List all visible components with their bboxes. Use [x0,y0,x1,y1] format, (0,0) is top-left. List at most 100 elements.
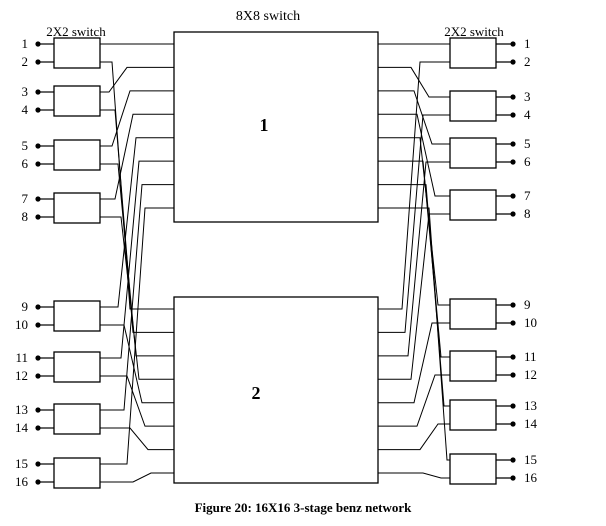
left-port-dot [35,373,41,379]
left-port-label: 1 [22,36,29,51]
right-wire-to-block2 [378,213,450,380]
switch2-left-4 [53,192,101,224]
left-port-label: 15 [15,456,28,471]
right-port-label: 8 [524,206,531,221]
right-port-dot [510,354,516,360]
left-port-label: 10 [15,317,28,332]
right-port-label: 16 [524,470,538,485]
left-port-label: 3 [22,84,29,99]
left-port-dot [35,355,41,361]
left-wire-to-block1 [100,137,174,308]
switch2-right-4 [449,189,497,221]
left-port-dot [35,196,41,202]
right-wire-to-block2 [378,322,450,404]
right-wire-to-block2 [378,374,450,427]
left-wire-to-block1 [100,160,174,359]
right-port-label: 4 [524,107,531,122]
right-port-dot [510,403,516,409]
right-port-dot [510,112,516,118]
switch2-left-7 [53,403,101,435]
left-wire-to-block2 [100,375,174,427]
left-port-label: 16 [15,474,29,489]
right-port-dot [510,41,516,47]
right-port-dot [510,457,516,463]
switch2-right-3 [449,137,497,169]
left-wire-to-block1 [100,113,174,200]
figure-caption: Figure 20: 16X16 3-stage benz network [195,500,413,515]
left-wire-to-block2 [100,472,174,483]
right-port-dot [510,59,516,65]
left-port-dot [35,59,41,65]
switch2-left-2 [53,85,101,117]
right-port-label: 5 [524,136,531,151]
switch2-right-1 [449,37,497,69]
left-wire-to-block2 [100,163,174,357]
switch2-right-2 [449,90,497,122]
block-top-number: 1 [260,115,269,135]
right-wire-to-block1 [378,113,450,197]
left-wire-to-block2 [100,216,174,380]
left-wire-to-block1 [100,90,174,147]
right-wire-to-block1 [378,160,450,358]
left-wire-to-block2 [100,324,174,404]
right-port-dot [510,193,516,199]
right-port-label: 12 [524,367,537,382]
right-wire-to-block2 [378,114,450,333]
left-wire-to-block2 [100,427,174,451]
left-port-label: 12 [15,368,28,383]
left-port-dot [35,41,41,47]
right-port-dot [510,372,516,378]
right-port-dot [510,421,516,427]
right-port-label: 9 [524,297,531,312]
right-port-label: 15 [524,452,537,467]
left-port-dot [35,161,41,167]
right-port-dot [510,159,516,165]
left-port-label: 14 [15,420,29,435]
switch8-label: 8X8 switch [236,9,300,24]
switch2-left-1 [53,37,101,69]
right-port-label: 11 [524,349,537,364]
switch2-left-5 [53,300,101,332]
left-port-label: 4 [22,102,29,117]
switch2-right-5 [449,298,497,330]
right-switch-column [449,37,497,485]
switch8-block-bottom [173,296,379,484]
left-port-label: 5 [22,138,29,153]
right-port-dot [510,475,516,481]
right-port-dot [510,94,516,100]
left-port-dot [35,89,41,95]
right-wire-to-block1 [378,66,450,98]
right-port-label: 6 [524,154,531,169]
left-port-dot [35,107,41,113]
left-port-label: 8 [22,209,29,224]
right-port-label: 10 [524,315,537,330]
left-port-label: 6 [22,156,29,171]
left-port-dot [35,407,41,413]
switch2-left-3 [53,139,101,171]
left-port-dot [35,322,41,328]
left-port-dot [35,304,41,310]
left-port-dot [35,461,41,467]
right-port-label: 3 [524,89,531,104]
left-port-dot [35,425,41,431]
right-port-label: 2 [524,54,531,69]
left-wire-to-block1 [100,184,174,411]
right-wire-to-block2 [378,472,450,479]
right-port-dot [510,302,516,308]
switch2-right-label: 2X2 switch [444,24,504,39]
left-wire-to-block1 [100,207,174,465]
left-wire-to-block1 [100,66,174,93]
left-port-label: 13 [15,402,28,417]
right-port-label: 7 [524,188,531,203]
switch2-right-7 [449,399,497,431]
right-port-dot [510,141,516,147]
left-port-label: 2 [22,54,29,69]
right-wire-to-block1 [378,90,450,145]
switch2-left-8 [53,457,101,489]
left-port-dot [35,214,41,220]
right-wire-to-block2 [378,423,450,451]
switch8-block-top [173,31,379,223]
right-wire-to-block2 [378,61,450,310]
